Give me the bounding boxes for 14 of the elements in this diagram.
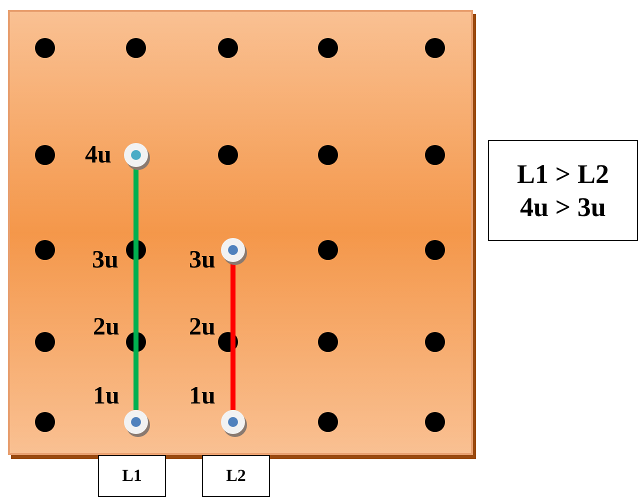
length-label: 2u (189, 314, 216, 340)
line-segment (134, 167, 138, 410)
line-name-box: L1 (98, 455, 166, 497)
length-label: 2u (93, 314, 120, 340)
comparison-box (488, 140, 638, 241)
line-segment (230, 262, 236, 410)
length-label: 1u (93, 384, 120, 408)
length-label: 3u (92, 248, 118, 272)
length-label: 1u (189, 384, 216, 408)
line-name-box: L2 (202, 455, 270, 497)
length-label: 3u (189, 248, 216, 272)
length-label: 4u (85, 142, 112, 168)
comparison-text: 4u > 3u (520, 190, 606, 223)
comparison-text: L1 > L2 (517, 158, 609, 190)
